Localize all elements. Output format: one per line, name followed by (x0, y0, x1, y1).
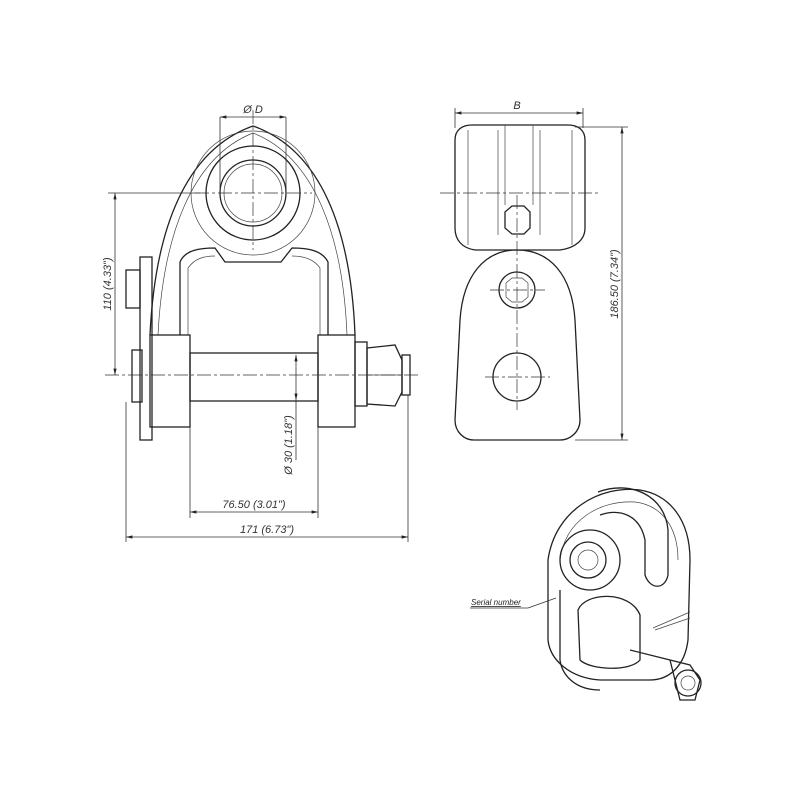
right-lug (317, 334, 356, 428)
left-lug (149, 334, 191, 428)
dim-inner-width-label: 76.50 (3.01") (222, 499, 286, 511)
nut (366, 344, 403, 407)
pin-head (131, 349, 143, 403)
bolt-head (504, 205, 531, 235)
side-view (440, 108, 628, 441)
serial-number-label: Serial number (471, 598, 521, 607)
shackle-side (454, 124, 586, 251)
washer (354, 341, 368, 407)
dim-bore-label: Ø D (242, 104, 263, 116)
dim-height-label: 110 (4.33") (102, 257, 114, 311)
link-plate (454, 249, 581, 441)
pin (189, 352, 319, 402)
inner-jaw (179, 247, 329, 335)
front-view (105, 110, 420, 542)
dim-length-label: 186.50 (7.34") (609, 249, 621, 319)
dim-width-label: B (513, 100, 520, 112)
dim-pin-label: Ø 30 (1.18") (283, 415, 295, 476)
iso-view (470, 487, 702, 701)
shackle-body (149, 125, 356, 336)
pin-head-plate (139, 256, 153, 441)
dim-total-width-label: 171 (6.73") (240, 524, 294, 536)
